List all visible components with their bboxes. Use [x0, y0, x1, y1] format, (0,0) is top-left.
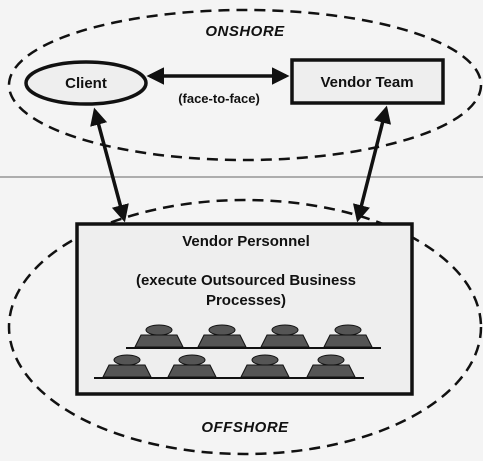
client-label: Client	[65, 75, 107, 92]
workstation-icon	[306, 354, 356, 378]
workstation-icon	[260, 324, 310, 348]
workstation-icon	[167, 354, 217, 378]
vendor-team-box	[290, 58, 445, 105]
offshore-label: OFFSHORE	[201, 419, 289, 436]
onshore-zone	[7, 8, 483, 162]
vendor-personnel-node: Vendor Personnel (execute Outsourced Bus…	[75, 222, 414, 396]
vendor-team-vendor-personnel-connector	[352, 105, 392, 223]
workstation-icon	[323, 324, 373, 348]
client-node: Client	[24, 60, 148, 106]
workstation-icon	[197, 324, 247, 348]
vendor-team-node: Vendor Team	[290, 58, 445, 105]
workstation-icon	[240, 354, 290, 378]
client-vendor-personnel-connector	[90, 107, 129, 223]
workstation-icon	[102, 354, 152, 378]
vendor-personnel-desc-line2: Processes)	[206, 292, 286, 309]
offshore-zone	[7, 198, 483, 456]
workstations-illustration	[94, 324, 381, 379]
vendor-personnel-desc-line1: (execute Outsourced Business	[136, 272, 356, 289]
vendor-team-label: Vendor Team	[320, 74, 413, 91]
workstation-icon	[134, 324, 184, 348]
vendor-personnel-title: Vendor Personnel	[182, 233, 310, 250]
face-to-face-label: (face-to-face)	[178, 91, 260, 106]
onshore-label: ONSHORE	[205, 23, 285, 40]
client-ellipse	[24, 60, 148, 106]
